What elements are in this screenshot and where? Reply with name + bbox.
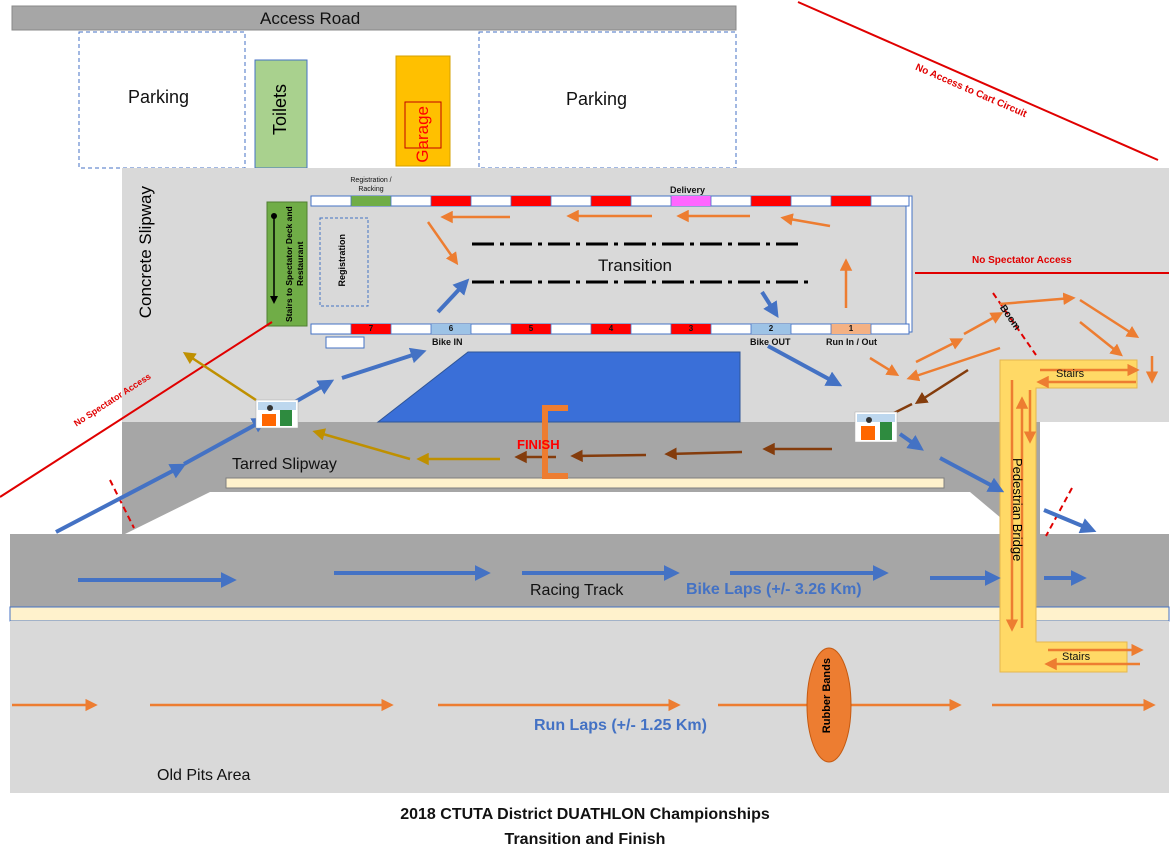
run-in-out-label: Run In / Out — [826, 337, 877, 347]
access-road-label: Access Road — [260, 9, 361, 28]
stairs-top-label: Stairs — [1056, 368, 1085, 380]
registration-label: Registration — [337, 234, 347, 287]
access-road — [11, 5, 737, 31]
toilets-label: Toilets — [270, 84, 290, 136]
inner-white-area — [125, 492, 1020, 534]
rack-number-3: 3 — [688, 324, 694, 333]
exit-route — [182, 351, 500, 466]
rack-number-4: 4 — [608, 324, 614, 333]
tarred-slipway-label: Tarred Slipway — [232, 456, 337, 473]
top-rack-row — [310, 195, 910, 207]
caption-line-2: Transition and Finish — [504, 831, 666, 848]
bottom-rack-row — [310, 323, 910, 335]
concrete-slipway-label: Concrete Slipway — [136, 186, 155, 319]
finish-route — [514, 368, 969, 464]
caption-line-1: 2018 CTUTA District DUATHLON Championshi… — [400, 806, 770, 823]
bike-in-label: Bike IN — [432, 337, 463, 347]
bike-route — [55, 278, 1097, 588]
track-kerb — [9, 606, 1170, 622]
timing-mat-right-icon — [854, 411, 898, 443]
rack-frame-right — [905, 195, 913, 333]
timing-mat-left-icon — [255, 399, 299, 429]
restricted-lines — [0, 1, 1169, 537]
rack-number-6: 6 — [448, 324, 454, 333]
no-spectator-right-label: No Spectator Access — [972, 255, 1072, 266]
stairs-deck-label: Stairs to Spectator Deck and Restaurant — [284, 206, 305, 322]
rack-number-5: 5 — [528, 324, 534, 333]
parking-right-label: Parking — [566, 89, 628, 109]
registration-box — [319, 217, 369, 307]
stairs-bottom-label: Stairs — [1062, 651, 1091, 663]
water-pond — [376, 351, 741, 423]
racing-track-label: Racing Track — [530, 582, 624, 599]
small-box — [325, 336, 365, 349]
old-pits-label: Old Pits Area — [157, 767, 251, 784]
bike-out-label: Bike OUT — [750, 337, 791, 347]
rack-number-2: 2 — [768, 324, 774, 333]
finish-arch — [542, 405, 568, 479]
run-laps-label: Run Laps (+/- 1.25 Km) — [534, 717, 707, 734]
parking-right-area — [478, 31, 737, 169]
registration-racking-label: Registration / Racking — [350, 177, 392, 193]
parking-left-label: Parking — [128, 87, 190, 107]
old-pits-area — [10, 621, 1169, 793]
parking-left-area — [78, 31, 246, 169]
transition-label: Transition — [598, 256, 673, 275]
finish-label: FINISH — [517, 437, 560, 452]
rubber-bands-marker — [806, 647, 852, 763]
garage-inner — [404, 101, 442, 149]
tarred-kerb — [225, 477, 945, 489]
delivery-label: Delivery — [670, 185, 706, 195]
rubber-bands-label: Rubber Bands — [821, 658, 833, 734]
pedestrian-bridge-label: Pedestrian Bridge — [1010, 458, 1025, 562]
rack-number-1: 1 — [848, 324, 854, 333]
rack-number-7: 7 — [368, 324, 374, 333]
garage-label: Garage — [413, 106, 432, 163]
bike-laps-label: Bike Laps (+/- 3.26 Km) — [686, 581, 862, 598]
